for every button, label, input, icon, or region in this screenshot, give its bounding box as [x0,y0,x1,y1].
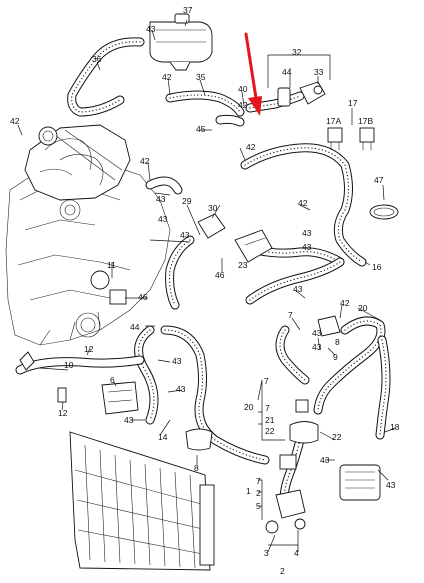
callout-42: 42 [340,298,350,308]
callout-46: 46 [138,292,148,302]
callout-29: 29 [182,196,192,206]
callout-3: 3 [264,548,269,558]
callout-32: 32 [292,47,302,57]
callout-16: 16 [372,262,382,272]
callout-17: 17 [348,98,358,108]
callout-43: 43 [386,480,396,490]
callout-46: 46 [215,270,225,280]
callout-42: 42 [10,116,20,126]
callout-43: 43 [176,384,186,394]
callout-23: 23 [238,260,248,270]
callout-43: 43 [156,194,166,204]
callout-35: 35 [196,72,206,82]
callout-14: 14 [158,432,168,442]
callout-45: 45 [196,124,206,134]
leader-lines [17,19,396,553]
callout-47: 47 [374,175,384,185]
callout-7: 7 [265,403,270,413]
radiator [69,431,215,571]
callout-7: 7 [256,476,261,486]
callout-43: 43 [312,342,322,352]
highlight-arrow [244,32,262,116]
callout-40: 40 [238,84,248,94]
callout-43: 43 [146,24,156,34]
callout-37: 37 [183,5,193,15]
callout-10: 10 [64,360,74,370]
callout-36: 36 [92,54,102,64]
callout-43: 43 [180,230,190,240]
callout-43: 43 [124,415,134,425]
callout-2: 2 [280,566,285,576]
expansion-tank [149,13,213,71]
callout-42: 42 [162,72,172,82]
callout-8: 8 [335,337,340,347]
callout-43: 43 [312,328,322,338]
callout-9: 9 [333,352,338,362]
callout-2: 2 [256,488,261,498]
callout-21: 21 [265,415,275,425]
callout-7: 7 [264,376,269,386]
callout-18: 18 [390,422,400,432]
callout-4: 4 [294,548,299,558]
callout-6: 6 [110,375,115,385]
callout-44: 44 [130,322,140,332]
callout-17a: 17A [326,116,341,126]
intake-manifold [24,124,131,201]
callout-33: 33 [314,67,324,77]
callout-42: 42 [298,198,308,208]
callout-43: 43 [172,356,182,366]
callout-20: 20 [244,402,254,412]
callout-44: 44 [282,67,292,77]
callout-43: 43 [320,455,330,465]
callout-43: 43 [158,214,168,224]
callout-43: 43 [302,228,312,238]
callout-11: 11 [107,260,116,270]
callout-22: 22 [332,432,342,442]
coolant-hoses [15,37,391,515]
callout-43: 43 [293,284,303,294]
callout-12: 12 [58,408,68,418]
callout-5: 5 [256,501,261,511]
callout-labels: 37 43 36 42 35 40 42 32 44 33 17 17A 17B… [10,5,400,576]
callout-30: 30 [208,203,218,213]
callout-8: 8 [194,463,199,473]
callout-42: 42 [238,100,248,110]
callout-42: 42 [140,156,150,166]
callout-1: 1 [246,486,251,496]
callout-22: 22 [265,426,275,436]
callout-20: 20 [358,303,368,313]
callout-12: 12 [84,344,94,354]
callout-17b: 17B [358,116,373,126]
callout-43: 43 [302,242,312,252]
callout-42: 42 [246,142,256,152]
callout-7: 7 [288,310,293,320]
fittings-and-clamps [19,81,399,534]
